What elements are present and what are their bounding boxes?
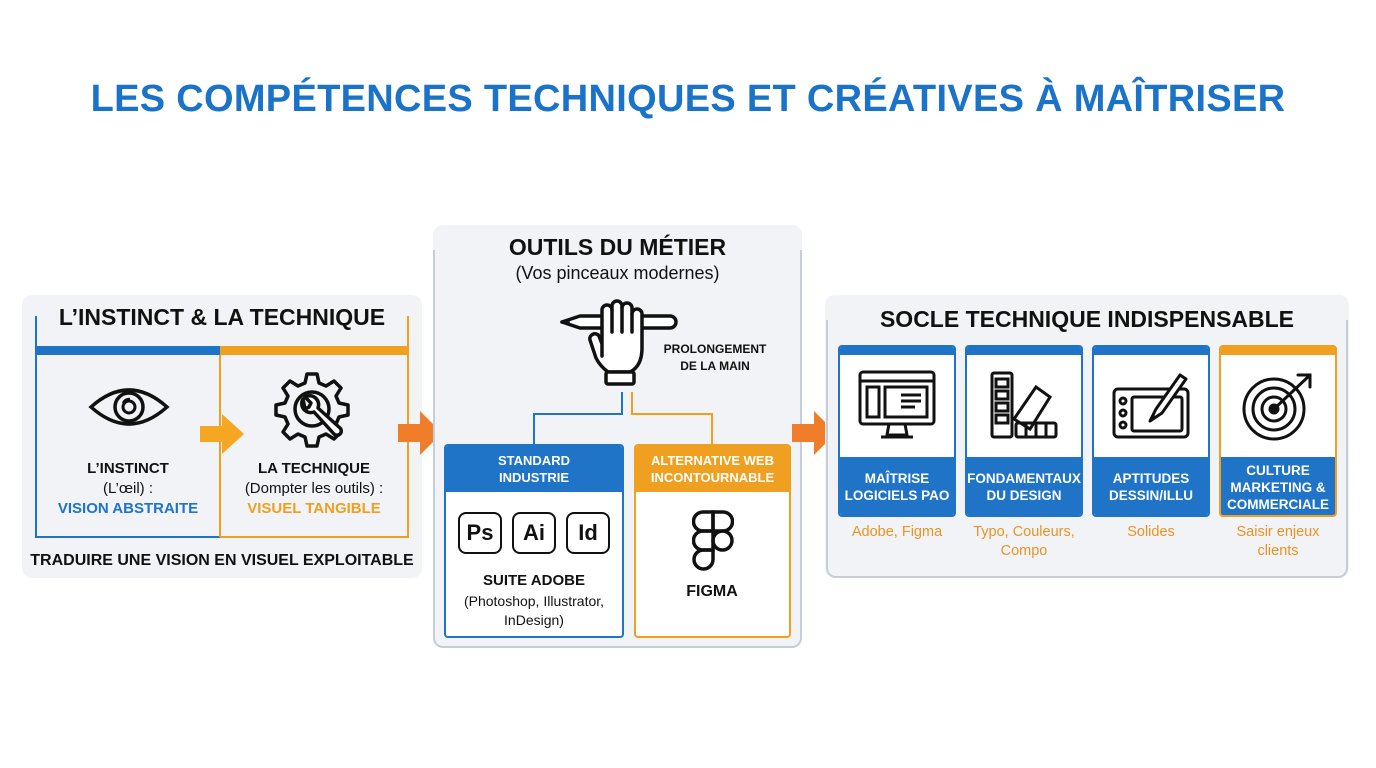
indesign-icon: Id — [566, 512, 610, 554]
skill-card-dessin: APTITUDES DESSIN/ILLU — [1092, 345, 1210, 517]
skill-caption-marketing: Saisir enjeux clients — [1236, 524, 1320, 559]
tools-frame — [433, 250, 802, 648]
adobe-box: STANDARD INDUSTRIE — [444, 444, 624, 638]
tools-title: OUTILS DU MÉTIER — [508, 234, 727, 260]
adobe-head: STANDARD INDUSTRIE — [446, 446, 622, 492]
socle-frame — [826, 320, 1348, 578]
photoshop-icon: Ps — [458, 512, 502, 554]
hand-pen-icon — [560, 299, 678, 386]
illustrator-icon: Ai — [512, 512, 556, 554]
figma-name: FIGMA — [686, 583, 738, 600]
instinct-title: L’INSTINCT — [87, 460, 169, 477]
eye-icon — [88, 388, 170, 426]
page-title: LES COMPÉTENCES TECHNIQUES ET CRÉATIVES … — [90, 78, 1286, 120]
technique-column: LA TECHNIQUE (Dompter les outils) : VISU… — [221, 459, 407, 519]
skill-card-marketing: CULTURE MARKETING & COMMERCIALE — [1219, 345, 1337, 517]
tools-connector — [533, 392, 713, 448]
instinct-bar-blue — [36, 346, 220, 355]
monitor-icon — [858, 370, 936, 439]
skill-caption-design: Typo, Couleurs, Compo — [973, 524, 1075, 559]
socle-heading: SOCLE TECHNIQUE INDISPENSABLE — [879, 306, 1295, 332]
color-swatches-icon — [990, 371, 1058, 439]
technique-highlight: VISUEL TANGIBLE — [247, 500, 381, 517]
technique-bar-orange — [220, 346, 408, 355]
skill-caption-pao: Adobe, Figma — [851, 524, 943, 540]
tools-subtitle: (Vos pinceaux modernes) — [515, 263, 720, 283]
instinct-frame-right — [220, 316, 409, 538]
arrow-right-icon — [200, 414, 244, 454]
instinct-highlight: VISION ABSTRAITE — [57, 500, 199, 517]
target-icon — [1242, 373, 1312, 441]
adobe-suite-name: SUITE ADOBE — [483, 572, 585, 589]
technique-title: LA TECHNIQUE — [258, 460, 370, 477]
adobe-suite-detail: (Photoshop, Illustrator, InDesign) — [463, 593, 605, 628]
instinct-footer: TRADUIRE UNE VISION EN VISUEL EXPLOITABL… — [30, 552, 414, 569]
adobe-badges: Ps Ai Id — [458, 512, 610, 554]
instinct-heading: L’INSTINCT & LA TECHNIQUE — [50, 304, 394, 331]
technique-sub: (Dompter les outils) : — [244, 480, 384, 497]
figma-logo-icon — [692, 510, 734, 571]
instinct-column: L’INSTINCT (L’œil) : VISION ABSTRAITE — [36, 459, 220, 519]
skill-card-pao: MAÎTRISE LOGICIELS PAO — [838, 345, 956, 517]
skill-card-design: FONDAMENTAUX DU DESIGN — [965, 345, 1083, 517]
instinct-sub: (L’œil) : — [103, 480, 153, 497]
drawing-tablet-icon — [1112, 373, 1190, 439]
hand-label: PROLONGEMENT DE LA MAIN — [663, 342, 767, 373]
figma-head: ALTERNATIVE WEB INCONTOURNABLE — [636, 446, 789, 492]
instinct-divider — [219, 355, 221, 537]
gear-wrench-icon — [274, 372, 350, 448]
skill-caption-dessin: Solides — [1127, 524, 1175, 540]
arrow-right-icon — [398, 411, 442, 455]
